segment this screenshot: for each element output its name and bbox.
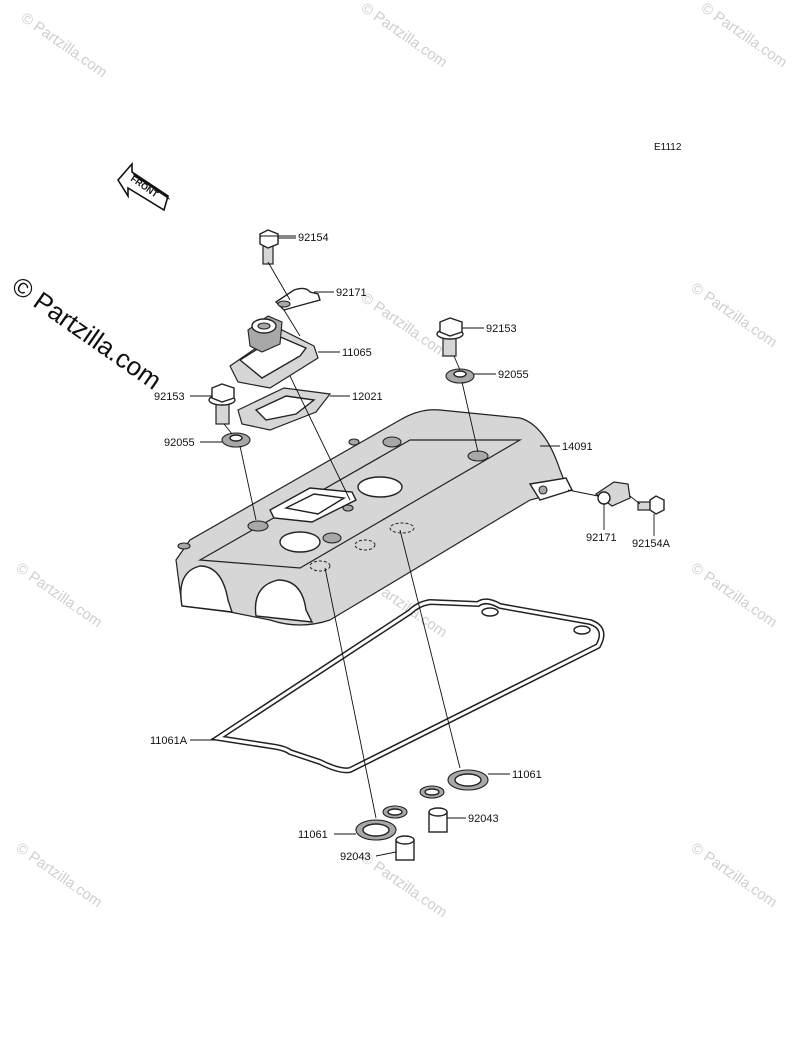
label-bolt-side: 92154A — [632, 538, 671, 550]
label-gasket-main: 11061A — [150, 735, 188, 747]
dowel-right — [428, 807, 448, 833]
label-clamp-side: 92171 — [586, 532, 617, 544]
watermark: © Partzilla.com — [18, 9, 111, 81]
watermark: © Partzilla.com — [688, 279, 781, 351]
bolt-top — [259, 229, 279, 265]
gasket-main — [209, 598, 605, 774]
diagram-code: E1112 — [654, 142, 682, 153]
callout-labels: 92154 92171 11065 12021 92153 92055 9215… — [150, 232, 671, 863]
dowel-left — [395, 835, 415, 861]
callout-pointers — [190, 237, 655, 857]
assembly-lines — [223, 235, 641, 819]
washer-left — [221, 432, 251, 448]
label-breather-plate: 12021 — [352, 391, 383, 403]
watermark: © Partzilla.com — [358, 0, 451, 71]
label-bolt-top: 92154 — [298, 232, 329, 244]
watermark: © Partzilla.com — [13, 559, 106, 631]
label-washer-right: 92055 — [498, 369, 529, 381]
watermark: © Partzilla.com — [688, 559, 781, 631]
front-arrow-icon: FRONT — [117, 161, 170, 212]
label-dowel-left: 92043 — [340, 851, 371, 863]
clamp-side — [594, 481, 631, 507]
washer-right — [445, 368, 475, 384]
clamp-top — [274, 287, 321, 311]
label-dowel-right: 92043 — [468, 813, 499, 825]
label-bolt-left: 92153 — [154, 391, 185, 403]
watermark: © Partzilla.com — [13, 839, 106, 911]
breather-cover — [229, 315, 319, 389]
bolt-left — [208, 383, 236, 425]
gasket-ring-left — [355, 805, 408, 841]
label-gasket-ring-left: 11061 — [298, 829, 328, 841]
label-bolt-right: 92153 — [486, 323, 517, 335]
watermark: © Partzilla.com — [698, 0, 791, 71]
bolt-right — [436, 317, 464, 357]
label-washer-left: 92055 — [164, 437, 195, 449]
gasket-ring-right — [419, 769, 489, 799]
watermark-main: © Partzilla.com — [7, 270, 168, 395]
watermark: © Partzilla.com — [688, 839, 781, 911]
label-head-cover: 14091 — [562, 441, 593, 453]
breather-plate — [237, 387, 332, 431]
bolt-side — [637, 495, 665, 515]
label-breather-cover: 11065 — [342, 347, 372, 359]
label-gasket-ring-right: 11061 — [512, 769, 542, 781]
label-clamp-top: 92171 — [336, 287, 367, 299]
